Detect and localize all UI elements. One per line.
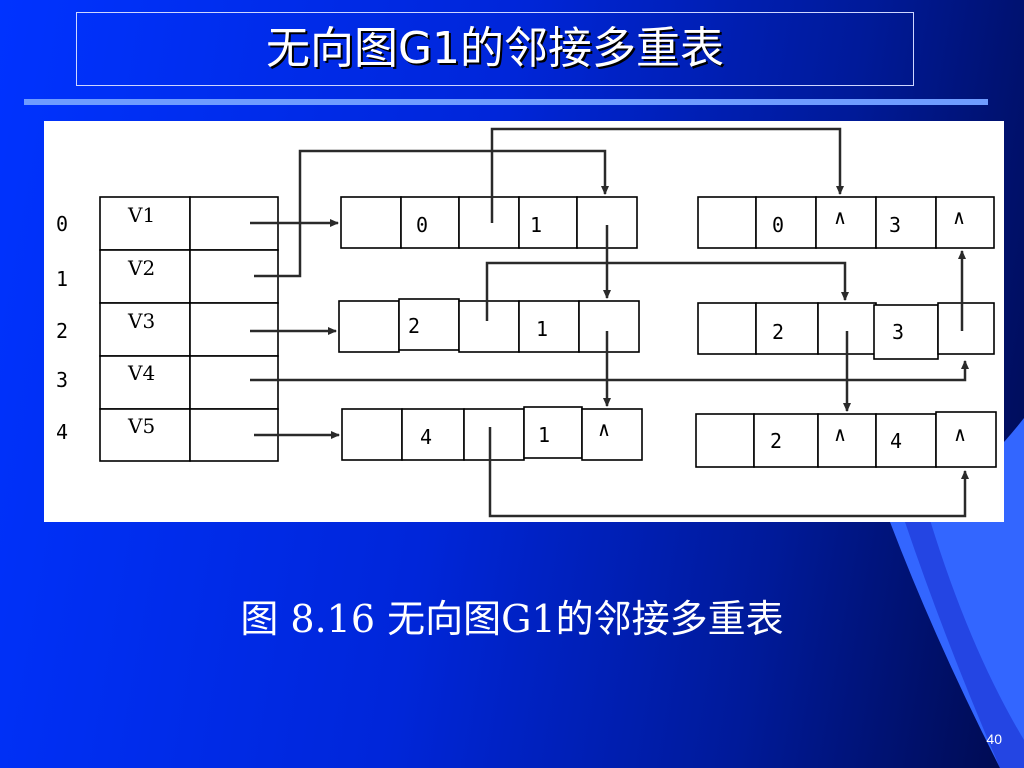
ivex-cell	[401, 408, 465, 461]
link-arrow	[485, 261, 849, 321]
ilink-cell	[458, 196, 520, 249]
jlink-cell	[581, 408, 643, 461]
jlink-cell	[578, 300, 640, 353]
mark-cell	[341, 408, 403, 461]
null-link-value: ∧	[834, 205, 846, 229]
ivex-value: 0	[416, 213, 428, 237]
adjacency-multilist-diagram: 0 1 2 3 4 V1 V2 V3 V4 V5	[56, 127, 997, 518]
link-arrow	[488, 427, 969, 518]
jvex-value: 3	[892, 320, 904, 344]
ilink-cell	[463, 408, 525, 461]
ilink-cell	[815, 196, 877, 249]
jvex-value: 4	[890, 429, 902, 453]
ivex-cell	[753, 413, 819, 468]
jlink-cell	[935, 196, 995, 249]
null-link-value: ∧	[953, 205, 965, 229]
jvex-cell	[875, 413, 937, 468]
vertex-label: V5	[127, 414, 155, 438]
diagram-panel: 0 1 2 3 4 V1 V2 V3 V4 V5	[44, 121, 1004, 522]
ivex-value: 4	[420, 425, 432, 449]
ivex-value: 2	[408, 314, 420, 338]
row-index: 3	[56, 368, 68, 392]
vertex-label: V2	[127, 256, 155, 280]
jvex-cell	[523, 406, 583, 459]
jvex-cell	[518, 300, 580, 353]
vertex-label: V4	[127, 361, 155, 385]
ivex-cell	[755, 196, 817, 249]
title-divider	[24, 99, 988, 105]
vertex-label: V1	[127, 203, 155, 227]
edge-node-v2-v4: 2 ∧ 4 ∧	[695, 411, 997, 468]
ivex-cell	[755, 302, 819, 355]
page-number: 40	[986, 731, 1002, 747]
edge-node-v0-v3: 0 ∧ 3 ∧	[697, 196, 995, 249]
null-link-value: ∧	[834, 422, 846, 446]
ivex-cell	[398, 298, 460, 351]
edge-node-v2-v3: 2 3	[697, 302, 995, 360]
jvex-cell	[875, 196, 937, 249]
corner-dark-shape	[905, 520, 1024, 768]
jvex-value: 1	[536, 317, 548, 341]
slide-title: 无向图G1的邻接多重表	[265, 23, 725, 74]
jvex-value: 1	[538, 423, 550, 447]
vertex-label: V3	[127, 309, 155, 333]
jvex-value: 1	[530, 213, 542, 237]
jvex-cell	[873, 304, 939, 360]
ilink-cell	[458, 300, 520, 353]
null-link-value: ∧	[598, 417, 610, 441]
jvex-cell	[518, 196, 578, 249]
row-index: 0	[56, 212, 68, 236]
row-index: 4	[56, 420, 68, 444]
jvex-value: 3	[889, 213, 901, 237]
ivex-value: 0	[772, 213, 784, 237]
edge-node-v0-v1: 0 1	[340, 196, 638, 249]
ivex-value: 2	[772, 320, 784, 344]
link-arrow	[490, 127, 844, 223]
title-box: 无向图G1的邻接多重表	[76, 12, 914, 86]
ivex-cell	[400, 196, 460, 249]
mark-cell	[697, 196, 757, 249]
edge-node-v4-v1: 4 1 ∧	[341, 406, 643, 461]
mark-cell	[338, 300, 400, 353]
edge-node-v2-v1: 2 1	[338, 298, 640, 353]
jlink-cell	[937, 302, 995, 355]
link-arrows	[250, 127, 969, 518]
vertex-name-cell	[99, 355, 191, 410]
vertex-pointer-cell	[189, 355, 279, 410]
vertex-name-cell	[99, 249, 191, 304]
null-link-value: ∧	[954, 422, 966, 446]
mark-cell	[695, 413, 755, 468]
row-index: 1	[56, 267, 68, 291]
jlink-cell	[935, 411, 997, 468]
figure-caption: 图 8.16 无向图G1的邻接多重表	[240, 597, 784, 641]
ilink-cell	[817, 413, 877, 468]
ivex-value: 2	[770, 429, 782, 453]
vertex-table: V1 V2 V3 V4 V5	[99, 196, 279, 462]
vertex-name-cell	[99, 408, 191, 462]
link-arrow	[250, 360, 969, 382]
row-index: 2	[56, 319, 68, 343]
link-arrow	[254, 149, 609, 278]
mark-cell	[697, 302, 757, 355]
mark-cell	[340, 196, 402, 249]
vertex-pointer-cell	[189, 302, 279, 357]
